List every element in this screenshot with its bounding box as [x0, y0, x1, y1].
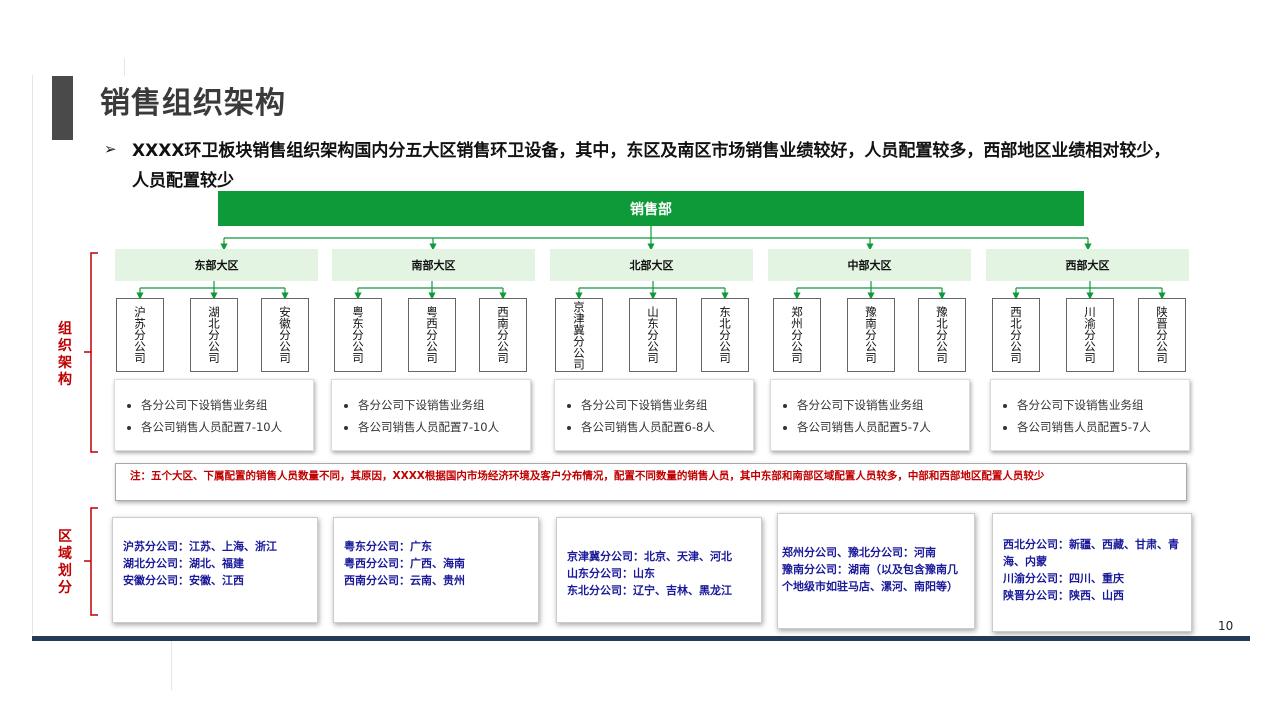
- branch-box: 沪苏分公司: [116, 298, 164, 372]
- branch-box: 西南分公司: [479, 298, 527, 372]
- info-line: 各分公司下设销售业务组: [358, 394, 530, 416]
- branch-box: 山东分公司: [629, 298, 677, 372]
- area-line: 陕晋分公司：陕西、山西: [1003, 589, 1124, 602]
- branch-box: 川渝分公司: [1066, 298, 1114, 372]
- area-line: 京津冀分公司：北京、天津、河北: [567, 550, 732, 563]
- bullet-arrow-icon: ➢: [104, 140, 117, 158]
- footer-bar: [32, 636, 1250, 641]
- page-title: 销售组织架构: [100, 86, 286, 121]
- info-line: 各公司销售人员配置7-10人: [141, 416, 313, 438]
- branch-box: 粤西分公司: [408, 298, 456, 372]
- area-line: 西南分公司：云南、贵州: [344, 574, 465, 587]
- area-line: 山东分公司：山东: [567, 567, 655, 580]
- note-box: 注：五个大区、下属配置的销售人员数量不同，其原因，XXXX根据国内市场经济环境及…: [115, 463, 1187, 501]
- region-info-box: 各分公司下设销售业务组各公司销售人员配置5-7人: [990, 379, 1190, 451]
- area-line: 东北分公司：辽宁、吉林、黑龙江: [567, 584, 732, 597]
- branch-label: 沪苏分公司: [133, 306, 147, 364]
- area-line: 川渝分公司：四川、重庆: [1003, 572, 1124, 585]
- side-label-area: 区域划分: [58, 529, 72, 596]
- branch-box: 西北分公司: [992, 298, 1040, 372]
- region-west: 西部大区: [986, 249, 1189, 281]
- region-info-box: 各分公司下设销售业务组各公司销售人员配置7-10人: [331, 379, 531, 451]
- branch-box: 郑州分公司: [773, 298, 821, 372]
- branch-box: 湖北分公司: [190, 298, 238, 372]
- area-box-east: 沪苏分公司：江苏、上海、浙江 湖北分公司：湖北、福建 安徽分公司：安徽、江西: [112, 517, 318, 623]
- branch-label: 川渝分公司: [1083, 306, 1097, 364]
- area-box-north: 京津冀分公司：北京、天津、河北 山东分公司：山东 东北分公司：辽宁、吉林、黑龙江: [556, 517, 762, 623]
- branch-label: 粤西分公司: [425, 306, 439, 364]
- guide-line-bottom: [171, 640, 172, 690]
- info-line: 各公司销售人员配置5-7人: [797, 416, 969, 438]
- area-line: 沪苏分公司：江苏、上海、浙江: [123, 540, 277, 553]
- region-central: 中部大区: [768, 249, 971, 281]
- area-line: 湖北分公司：湖北、福建: [123, 557, 244, 570]
- region-south: 南部大区: [332, 249, 535, 281]
- branch-box: 豫南分公司: [847, 298, 895, 372]
- page-subtitle: XXXX环卫板块销售组织架构国内分五大区销售环卫设备，其中，东区及南区市场销售业…: [132, 141, 1171, 191]
- page-number: 10: [1218, 619, 1234, 633]
- guide-line-top: [124, 58, 125, 76]
- region-north: 北部大区: [550, 249, 753, 281]
- side-label-org: 组织架构: [58, 321, 72, 388]
- branch-label: 西北分公司: [1009, 306, 1023, 364]
- title-accent-bar: [52, 76, 73, 140]
- branch-box: 粤东分公司: [334, 298, 382, 372]
- branch-label: 陕晋分公司: [1155, 306, 1169, 364]
- branch-label: 山东分公司: [646, 306, 660, 364]
- area-line: 西北分公司：新疆、西藏、甘肃、青海、内蒙: [1003, 538, 1179, 568]
- region-info-box: 各分公司下设销售业务组各公司销售人员配置5-7人: [770, 379, 970, 451]
- area-line: 粤东分公司：广东: [344, 540, 432, 553]
- region-info-box: 各分公司下设销售业务组各公司销售人员配置6-8人: [554, 379, 754, 451]
- info-line: 各公司销售人员配置6-8人: [581, 416, 753, 438]
- branch-label: 安徽分公司: [278, 306, 292, 364]
- region-east: 东部大区: [115, 249, 318, 281]
- branch-label: 东北分公司: [718, 306, 732, 364]
- area-line: 粤西分公司：广西、海南: [344, 557, 465, 570]
- area-box-south: 粤东分公司：广东 粤西分公司：广西、海南 西南分公司：云南、贵州: [333, 517, 539, 623]
- branch-label: 粤东分公司: [351, 306, 365, 364]
- area-line: 安徽分公司：安徽、江西: [123, 574, 244, 587]
- info-line: 各公司销售人员配置7-10人: [358, 416, 530, 438]
- branch-box: 东北分公司: [701, 298, 749, 372]
- info-line: 各分公司下设销售业务组: [141, 394, 313, 416]
- area-line: 郑州分公司、豫北分公司：河南: [782, 546, 936, 559]
- sales-department-box: 销售部: [218, 191, 1084, 226]
- info-line: 各分公司下设销售业务组: [1017, 394, 1189, 416]
- info-line: 各公司销售人员配置5-7人: [1017, 416, 1189, 438]
- branch-label: 豫北分公司: [935, 306, 949, 364]
- area-box-central: 郑州分公司、豫北分公司：河南 豫南分公司：湖南（以及包含豫南几个地级市如驻马店、…: [777, 513, 975, 629]
- branch-box: 安徽分公司: [261, 298, 309, 372]
- branch-box: 豫北分公司: [918, 298, 966, 372]
- branch-box: 陕晋分公司: [1138, 298, 1186, 372]
- region-info-box: 各分公司下设销售业务组各公司销售人员配置7-10人: [114, 379, 314, 451]
- area-box-west: 西北分公司：新疆、西藏、甘肃、青海、内蒙 川渝分公司：四川、重庆 陕晋分公司：陕…: [992, 513, 1192, 632]
- branch-label: 湖北分公司: [207, 306, 221, 364]
- branch-label: 京津冀分公司: [572, 300, 586, 370]
- guide-line-left: [32, 75, 33, 635]
- branch-label: 郑州分公司: [790, 306, 804, 364]
- area-line: 豫南分公司：湖南（以及包含豫南几个地级市如驻马店、漯河、南阳等）: [782, 563, 958, 593]
- info-line: 各分公司下设销售业务组: [797, 394, 969, 416]
- branch-label: 豫南分公司: [864, 306, 878, 364]
- branch-box: 京津冀分公司: [555, 298, 603, 372]
- info-line: 各分公司下设销售业务组: [581, 394, 753, 416]
- branch-label: 西南分公司: [496, 306, 510, 364]
